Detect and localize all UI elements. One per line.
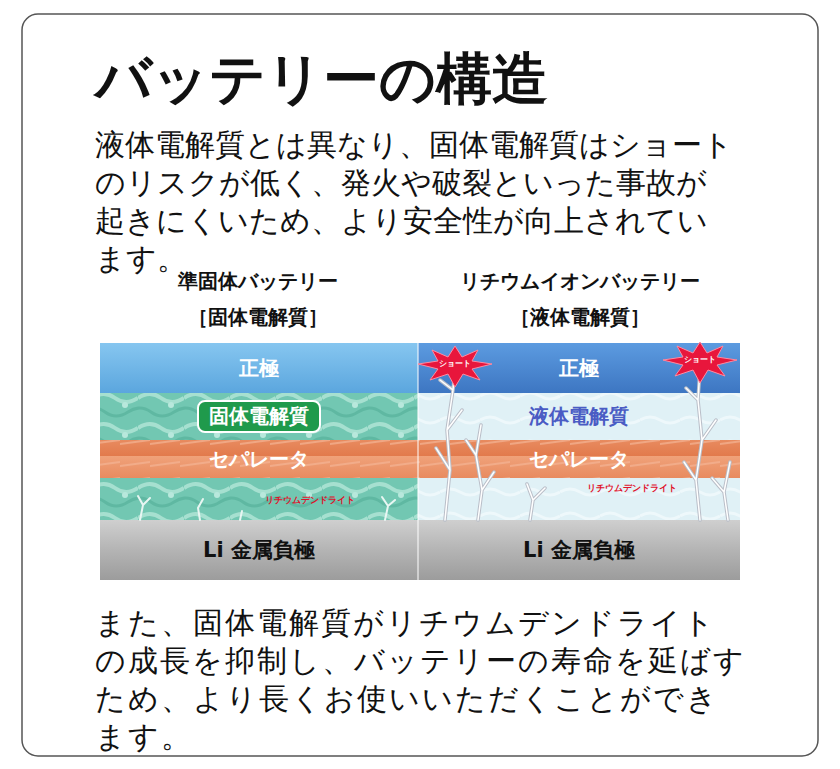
negative-electrode-text: Li 金属負極 [523, 536, 635, 564]
dendrite-label: リチウムデンドライト [572, 482, 692, 494]
separator-text: セパレータ [209, 446, 309, 473]
solid-electrolyte-text: 固体電解質 [197, 400, 321, 433]
positive-electrode-text: 正極 [559, 355, 599, 382]
column-subheading: ［液体電解質］ [420, 304, 740, 330]
negative-electrode-text: Li 金属負極 [203, 536, 315, 564]
negative-electrode-band: Li 金属負極 [100, 520, 418, 580]
column-heading: リチウムイオンバッテリー [420, 268, 740, 294]
intro-paragraph: 液体電解質とは異なり、固体電解質はショートのリスクが低く、発火や破裂といった事故… [95, 126, 735, 278]
positive-electrode-text: 正極 [239, 355, 279, 382]
solid-electrolyte-band: 固体電解質 [100, 393, 418, 440]
liquid-electrolyte-text: 液体電解質 [529, 403, 629, 430]
dendrite-label: リチウムデンドライト [250, 494, 370, 506]
liquid-electrolyte-band: 液体電解質 [418, 393, 740, 440]
separator-text: セパレータ [529, 446, 629, 473]
separator-band: セパレータ [418, 440, 740, 478]
title: バッテリーの構造 [95, 44, 548, 114]
short-burst-label: ショート [425, 359, 485, 369]
separator-band: セパレータ [100, 440, 418, 478]
closing-paragraph: また、固体電解質がリチウムデンドライトの成長を抑制し、バッテリーの寿命を延ばすた… [95, 604, 747, 756]
negative-electrode-band: Li 金属負極 [418, 520, 740, 580]
column-subheading: ［固体電解質］ [128, 304, 388, 330]
short-burst-label: ショート [670, 355, 730, 365]
positive-electrode-band: 正極 [100, 343, 418, 393]
column-heading: 準固体バッテリー [128, 268, 388, 294]
